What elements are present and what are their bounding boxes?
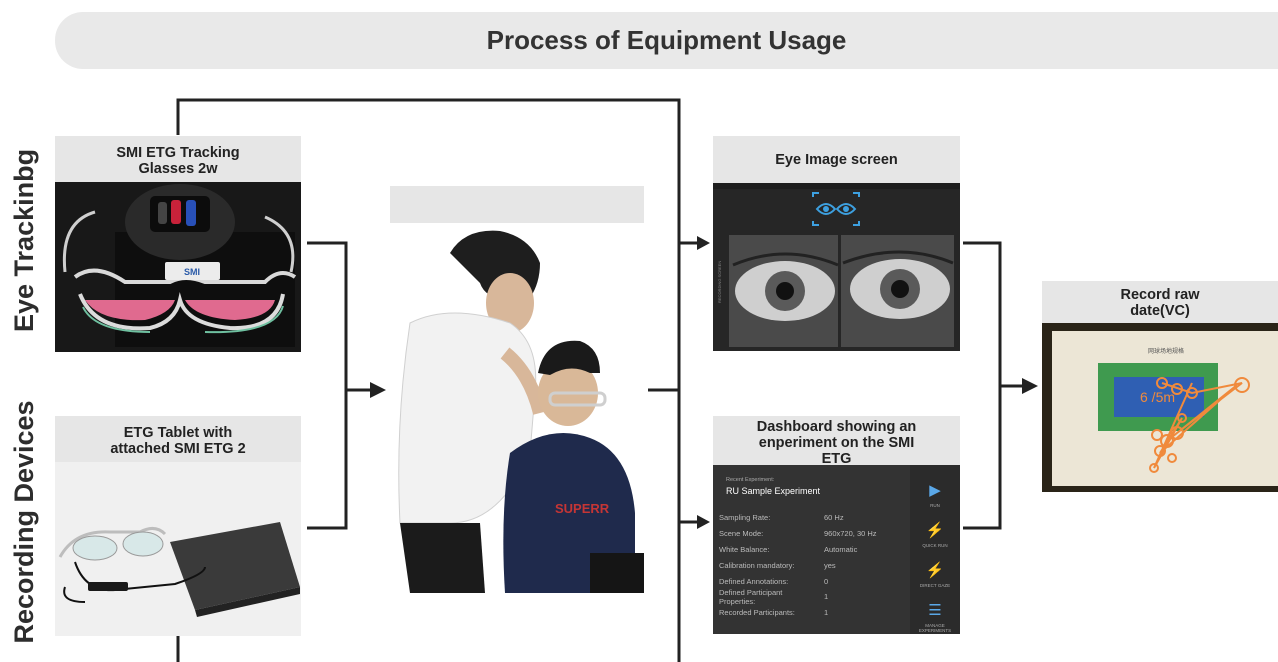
dashboard-row: Defined Annotations: 0	[713, 573, 910, 589]
dashboard-row: Sampling Rate: 60 Hz	[713, 510, 910, 526]
eye-screen-side-text: RECORDING SCREEN	[717, 261, 722, 303]
dashboard-row-value: 60 Hz	[824, 513, 844, 523]
gaze-path	[1149, 377, 1250, 473]
dashboard-row: White Balance: Automatic	[713, 542, 910, 558]
dashboard-screen: Recent Experiment: RU Sample Experiment …	[713, 465, 960, 634]
record-overlay-text: 6 /5m	[1140, 389, 1175, 405]
record-screen-caption: 网球场地规格	[1148, 347, 1184, 355]
panel-etg-tablet: ETG Tablet with attached SMI ETG 2	[55, 416, 301, 636]
dashboard-row-label: Scene Mode:	[719, 529, 764, 539]
right-bracket-line	[963, 241, 1002, 530]
run-icon[interactable]: ▶	[929, 482, 941, 499]
person-photo: SUPERR	[390, 223, 644, 593]
arrow-head-record	[1022, 378, 1038, 394]
dashboard-title-line1: Dashboard showing an	[756, 419, 917, 435]
dashboard-row-value: 1	[824, 592, 829, 602]
manage-experiments-icon[interactable]: ☰	[928, 602, 942, 619]
arrow-head-dashboard	[697, 515, 710, 529]
manage-experiments-label: MANAGE EXPERIMENTS	[918, 623, 952, 633]
dashboard-rows: Sampling Rate: 60 Hz Scene Mode: 960x720, 3…	[713, 510, 910, 621]
eye-scan-icon	[812, 192, 860, 226]
record-screen: 网球场地规格 6 /5m	[1042, 323, 1278, 492]
tablet-title-line2: attached SMI ETG 2	[110, 441, 246, 457]
tablet-photo	[55, 462, 301, 636]
run-label: RUN	[930, 503, 940, 508]
eye-image-title: Eye Image screen	[775, 152, 898, 168]
dashboard-row-value: 1	[824, 608, 829, 618]
dashboard-row: Recorded Participants: 1	[713, 605, 910, 621]
dashboard-row-label: Defined Participant Properties:	[719, 587, 783, 606]
panel-record-raw: Record raw date(VC) 网球场地规格 6 /5m	[1042, 281, 1278, 492]
arrow-head-person	[370, 382, 386, 398]
dashboard-row-value: Automatic	[824, 544, 858, 554]
dashboard-side-panel: ▶ RUN ⚡ QUICK RUN ⚡ DIRECT GAZE ☰ MANAGE…	[910, 465, 960, 634]
quick-run-icon[interactable]: ⚡	[925, 522, 945, 539]
direct-gaze-icon[interactable]: ⚡	[925, 562, 945, 579]
dashboard-row: Defined Participant Properties: 1	[713, 587, 910, 606]
dashboard-row-value: yes	[824, 560, 836, 570]
glasses-brand-label: SMI	[184, 267, 200, 277]
panel-smi-glasses: SMI ETG Tracking Glasses 2w SMI	[55, 136, 301, 352]
dashboard-row-label: White Balance:	[719, 544, 770, 554]
dashboard-row-label: Calibration mandatory:	[719, 560, 795, 570]
dashboard-row-label: Sampling Rate:	[719, 513, 771, 523]
glasses-title-line1: SMI ETG Tracking	[116, 145, 240, 161]
panel-person-photo: SUPERR	[390, 186, 644, 593]
dashboard-row: Scene Mode: 960x720, 30 Hz	[713, 526, 910, 542]
quick-run-label: QUICK RUN	[922, 543, 948, 548]
glasses-title-line2: Glasses 2w	[138, 161, 218, 177]
dashboard-recent-label: Recent Experiment:	[726, 477, 775, 483]
dashboard-row-value: 960x720, 30 Hz	[824, 529, 877, 539]
dashboard-row-label: Defined Annotations:	[719, 576, 789, 586]
record-title-line1: Record raw	[1120, 287, 1200, 303]
svg-text:SUPERR: SUPERR	[555, 501, 610, 516]
dashboard-title-line3: ETG	[821, 451, 852, 467]
diagram-title: Process of Equipment Usage	[486, 25, 847, 55]
top-loop-line	[176, 98, 681, 662]
arrow-head-eye	[697, 236, 710, 250]
direct-gaze-label: DIRECT GAZE	[919, 583, 951, 588]
dashboard-experiment-name: RU Sample Experiment	[726, 486, 821, 496]
title-bar: Process of Equipment Usage	[55, 12, 1278, 69]
dashboard-title-line2: enperiment on the SMI	[758, 435, 915, 451]
dashboard-row: Calibration mandatory: yes	[713, 557, 910, 573]
dashboard-row-label: Recorded Participants:	[719, 608, 795, 618]
glasses-photo: SMI	[55, 182, 301, 352]
panel-eye-image: Eye Image screen RECORDING SCREEN	[713, 136, 960, 351]
dashboard-row-value: 0	[824, 576, 829, 586]
left-bracket-line	[307, 241, 348, 530]
record-title-line2: date(VC)	[1130, 303, 1190, 319]
tablet-title-line1: ETG Tablet with	[123, 425, 233, 441]
eye-image-screen: RECORDING SCREEN	[713, 183, 960, 351]
panel-dashboard: Dashboard showing an enperiment on the S…	[713, 416, 960, 634]
